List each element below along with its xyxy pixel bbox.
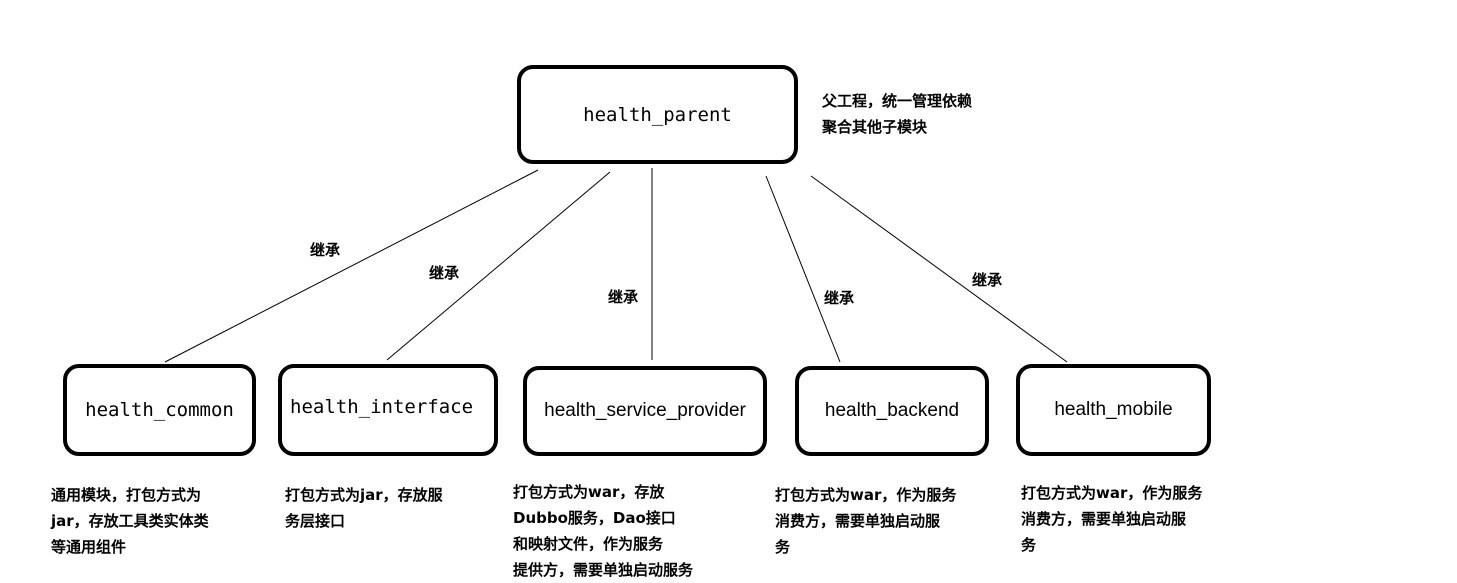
parent-note-line: 父工程，统一管理依赖 (822, 92, 973, 110)
note-line: 消费方，需要单独启动服 (1021, 510, 1187, 528)
edge-label-interface: 继承 (429, 264, 460, 282)
edge-label-service-provider: 继承 (608, 288, 639, 306)
note-line: 打包方式为war，作为服务 (1021, 484, 1203, 502)
node-health-parent: health_parent (517, 65, 798, 164)
node-health-backend-label: health_backend (824, 400, 960, 421)
note-line: 消费方，需要单独启动服 (775, 512, 941, 530)
note-line: 打包方式为war，存放 (513, 483, 665, 501)
note-line: 务 (1021, 536, 1037, 554)
node-health-service-provider: health_service_provider (523, 366, 767, 456)
edge-label-mobile: 继承 (972, 271, 1003, 289)
note-line: Dubbo服务，Dao接口 (513, 509, 676, 527)
note-line: 通用模块，打包方式为 (51, 486, 202, 504)
parent-note-line: 聚合其他子模块 (822, 118, 928, 136)
note-line: 和映射文件，作为服务 (513, 535, 664, 553)
edge-parent-common (164, 169, 539, 363)
node-health-common: health_common (63, 364, 256, 456)
note-health-backend: 打包方式为war，作为服务 消费方，需要单独启动服 务 (775, 482, 956, 560)
node-health-backend: health_backend (795, 366, 989, 456)
edge-parent-interface (386, 171, 611, 361)
note-health-mobile: 打包方式为war，作为服务 消费方，需要单独启动服 务 (1021, 480, 1202, 558)
parent-note: 父工程，统一管理依赖 聚合其他子模块 (822, 88, 972, 140)
node-health-parent-label: health_parent (583, 103, 732, 126)
edge-label-backend: 继承 (824, 289, 855, 307)
node-health-mobile: health_mobile (1016, 364, 1211, 456)
note-line: 提供方，需要单独启动服务 (513, 561, 694, 579)
note-line: 务层接口 (285, 512, 346, 530)
note-line: jar，存放工具类实体类 (51, 512, 209, 530)
note-line: 打包方式为war，作为服务 (775, 486, 957, 504)
node-health-interface: health_interface (278, 364, 498, 456)
note-health-common: 通用模块，打包方式为 jar，存放工具类实体类 等通用组件 (51, 482, 209, 560)
note-line: 等通用组件 (51, 538, 127, 556)
node-health-mobile-label: health_mobile (1054, 399, 1173, 420)
node-health-interface-label: health_interface (290, 396, 474, 418)
edge-parent-mobile (810, 175, 1068, 363)
note-health-service-provider: 打包方式为war，存放 Dubbo服务，Dao接口 和映射文件，作为服务 提供方… (513, 479, 693, 583)
node-health-common-label: health_common (85, 399, 234, 421)
edge-parent-backend (765, 175, 841, 363)
note-line: 打包方式为jar，存放服 (285, 486, 443, 504)
node-health-service-provider-label: health_service_provider (544, 400, 746, 421)
note-line: 务 (775, 538, 791, 556)
edge-label-common: 继承 (310, 241, 341, 259)
note-health-interface: 打包方式为jar，存放服 务层接口 (285, 482, 443, 534)
